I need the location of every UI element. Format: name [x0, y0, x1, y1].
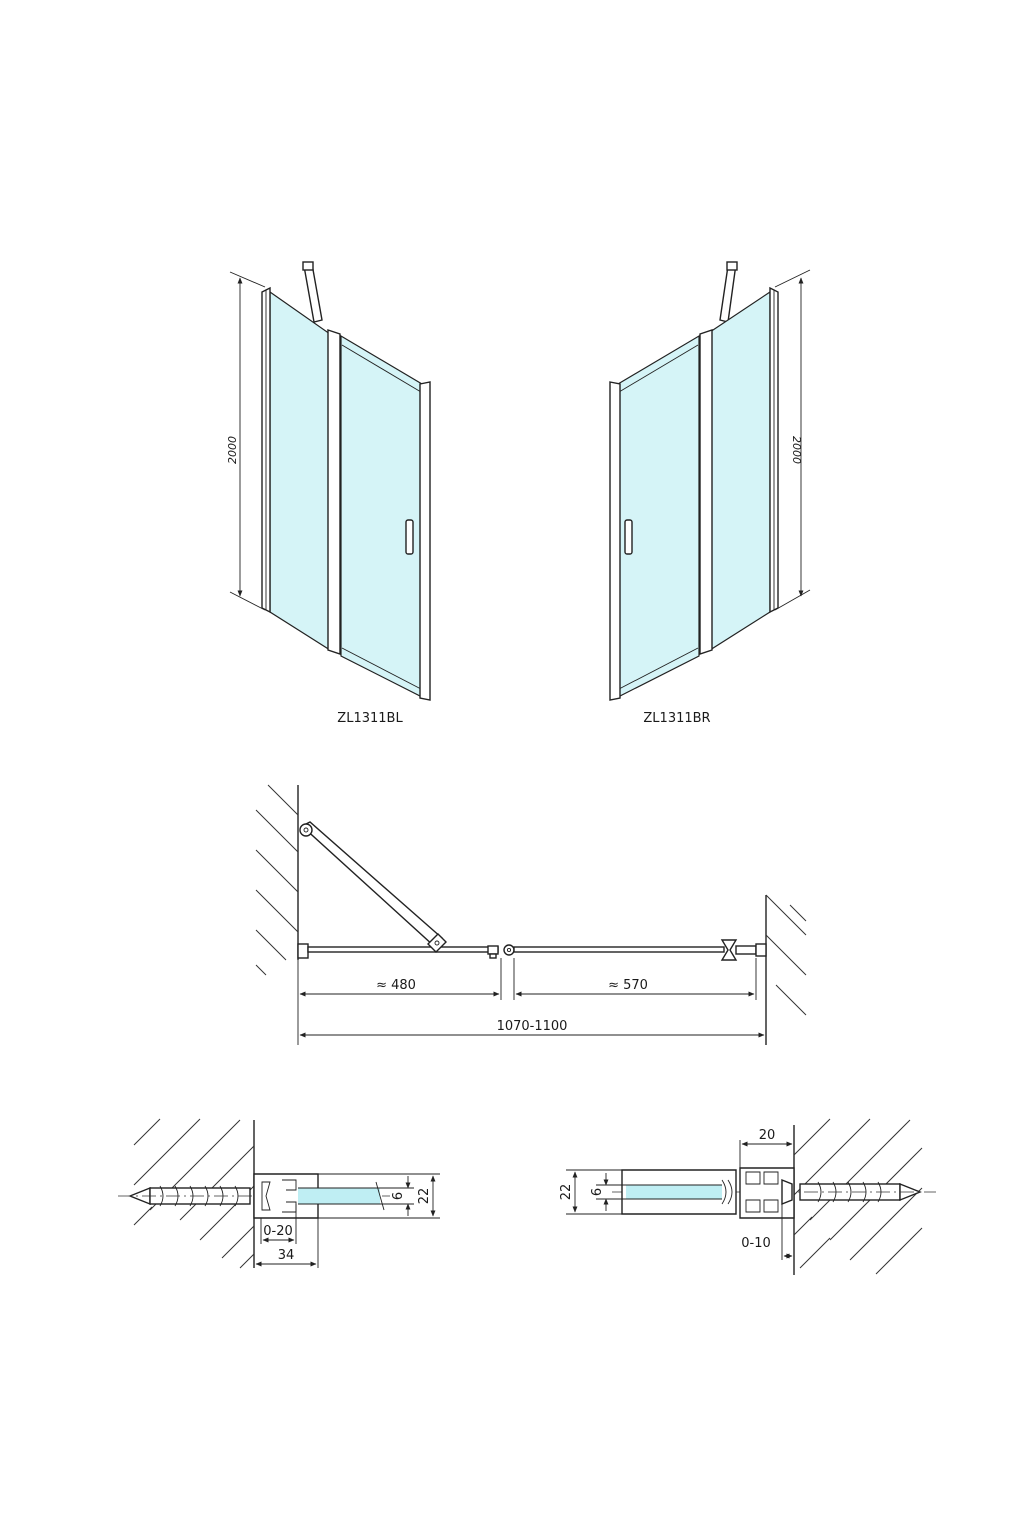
right-support-arm: [719, 263, 737, 323]
plan-middle-profile-foot: [489, 953, 497, 959]
plan-door-glass: [513, 946, 725, 953]
plan-door-hinge: [503, 944, 515, 956]
detail-left-glass-value: 6: [391, 1192, 406, 1200]
plan-arm-wall-bracket: [299, 823, 313, 837]
plan-door-handle: [720, 939, 738, 961]
detail-left-profile-lip: [261, 1181, 271, 1211]
plan-arm-wall-pivot: [303, 827, 309, 833]
left-door-glass-panel: [340, 334, 423, 698]
plan-left-wall-hatching: [255, 784, 299, 976]
plan-door-edge-profile: [735, 945, 757, 955]
detail-right-depth-value: 22: [559, 1184, 574, 1201]
plan-arm-glass-pivot: [434, 940, 440, 946]
left-variant-label: ZL1311BL: [337, 711, 403, 726]
right-door-glass-panel: [617, 334, 700, 698]
right-door-top-rail: [618, 344, 699, 393]
detail-right-glass-value: 6: [590, 1188, 605, 1196]
plan-support-arm: [300, 821, 444, 947]
left-door-bottom-rail: [341, 647, 422, 690]
detail-right-width-value: 20: [759, 1128, 776, 1143]
right-door-bottom-rail: [618, 647, 699, 690]
left-variant-view: 2000 ZL1311BL: [226, 261, 431, 726]
right-variant-label: ZL1311BR: [643, 711, 710, 726]
detail-right-adjust-value: 0-10: [741, 1236, 771, 1251]
detail-left-depth-value: 22: [417, 1188, 432, 1205]
left-height-dimension-value: 2000: [226, 436, 239, 464]
detail-right-magnet-profile: [739, 1167, 795, 1219]
left-fixed-glass-panel: [269, 290, 331, 652]
right-fixed-glass-panel: [709, 290, 771, 652]
detail-right-wall-hatching: [793, 1118, 923, 1275]
plan-total-dimension-value: 1070-1100: [497, 1019, 568, 1034]
left-height-extension-bottom: [229, 591, 266, 611]
plan-fixed-dimension-value: ≈ 480: [376, 978, 416, 993]
left-door-top-rail: [341, 344, 422, 393]
left-door-edge-profile: [419, 381, 431, 701]
detail-right-view: 20 22 6 0-10: [559, 1118, 936, 1275]
right-door-handle: [624, 519, 633, 555]
plan-arm-glass-clamp: [427, 933, 447, 953]
left-height-extension-top: [229, 271, 266, 288]
left-support-arm: [303, 263, 323, 323]
plan-view: ≈ 480 ≈ 570 1070-1100: [255, 784, 807, 1045]
left-support-arm-cap: [302, 261, 314, 271]
plan-right-wall-magnet: [755, 943, 767, 957]
detail-left-adjust-value: 0-20: [263, 1224, 293, 1239]
right-middle-profile: [699, 329, 713, 655]
right-height-extension-bottom: [774, 589, 811, 611]
plan-fixed-glass: [307, 946, 499, 953]
detail-right-seal: [721, 1179, 733, 1205]
detail-right-magnet-strip: [781, 1178, 793, 1206]
detail-right-magnet-cells: [745, 1171, 779, 1213]
plan-door-hinge-pin: [506, 947, 512, 953]
right-door-edge-profile: [609, 381, 621, 701]
left-door-handle: [405, 519, 414, 555]
detail-left-glass: [298, 1188, 380, 1204]
detail-left-view: 22 6 0-20 34: [118, 1118, 440, 1269]
left-middle-profile: [327, 329, 341, 655]
plan-left-wall-profile: [297, 943, 309, 959]
plan-right-wall-hatching: [765, 894, 807, 1016]
right-height-dimension-value: 2000: [790, 436, 803, 464]
plan-middle-profile: [487, 945, 499, 955]
plan-door-dimension-value: ≈ 570: [608, 978, 648, 993]
right-variant-view: 2000 ZL1311BR: [609, 261, 811, 726]
right-support-arm-cap: [726, 261, 738, 271]
detail-left-width-value: 34: [278, 1248, 295, 1263]
right-height-extension-top: [774, 269, 811, 288]
detail-left-glass-break: [375, 1181, 385, 1211]
detail-right-glass: [626, 1185, 722, 1199]
